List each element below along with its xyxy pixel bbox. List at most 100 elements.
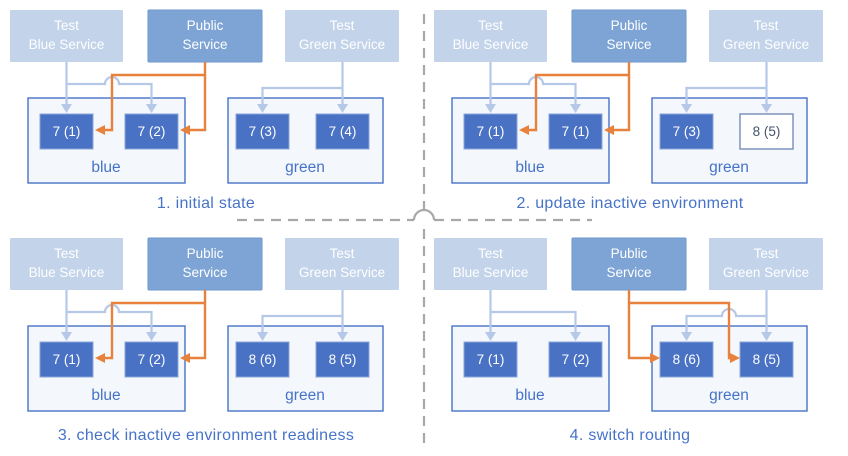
blue-pod-1-label: 7 (1) <box>477 124 505 139</box>
arrow-down-icon <box>337 332 348 341</box>
green-pod-1-label: 8 (6) <box>673 352 701 367</box>
green-environment-label: green <box>709 159 749 176</box>
arrow-down-icon <box>146 104 157 113</box>
green-pod-1 <box>235 341 290 378</box>
test-green-service-label-line1: Test <box>330 246 355 261</box>
green-pod-1-label: 8 (6) <box>249 352 277 367</box>
public-route-main <box>190 290 207 360</box>
blue-pod-1 <box>39 341 94 378</box>
public-service-label-line1: Public <box>611 246 648 261</box>
green-environment-label: green <box>285 159 325 176</box>
arrow-down-icon <box>570 332 581 341</box>
test-blue-service-label-line2: Blue Service <box>453 265 529 280</box>
panel-update-inactive: Test Blue Service Public Service Test Gr… <box>434 9 823 212</box>
blue-pod-2 <box>548 113 603 150</box>
arrow-down-icon <box>761 332 772 341</box>
panel-caption: 3. check inactive environment readiness <box>58 427 354 444</box>
arrow-left-icon <box>180 353 190 363</box>
green-pod-1 <box>659 341 714 378</box>
test-blue-service-box <box>434 238 547 290</box>
green-pod-2-label: 8 (5) <box>329 352 357 367</box>
divider-crossing-hop <box>412 208 436 221</box>
arrow-right-icon <box>730 353 740 363</box>
public-service-label-line1: Public <box>187 18 224 33</box>
public-route-branch <box>105 301 205 360</box>
panel-check-readiness: Test Blue Service Public Service Test Gr… <box>10 237 399 444</box>
test-green-service-box <box>285 238 399 290</box>
public-service-label-line2: Service <box>606 37 651 52</box>
public-route-branch <box>105 73 205 132</box>
arrow-down-icon <box>337 104 348 113</box>
blue-pod-1-label: 7 (1) <box>477 352 505 367</box>
public-service-label-line2: Service <box>182 265 227 280</box>
arrow-left-icon <box>180 125 190 135</box>
arrow-down-icon <box>485 104 496 113</box>
test-green-service-label-line1: Test <box>754 246 779 261</box>
panel-initial-state: Test Blue Service Public Service Test Gr… <box>10 9 399 212</box>
test-blue-service-box <box>10 238 123 290</box>
public-service-label-line2: Service <box>182 37 227 52</box>
green-pod-2-new <box>739 113 794 150</box>
arrow-down-icon <box>61 332 72 341</box>
test-green-service-box <box>285 10 399 62</box>
arrow-down-icon <box>681 332 692 341</box>
blue-pod-1 <box>463 113 518 150</box>
blue-environment-label: blue <box>515 159 544 176</box>
test-blue-service-label-line1: Test <box>54 18 79 33</box>
test-green-connector-left <box>261 314 343 332</box>
test-blue-service-label-line1: Test <box>478 18 503 33</box>
blue-pod-2 <box>124 341 179 378</box>
blue-pod-1 <box>39 113 94 150</box>
blue-pod-1-label: 7 (1) <box>53 124 81 139</box>
blue-pod-2 <box>124 113 179 150</box>
green-pod-2-label: 7 (4) <box>329 124 357 139</box>
arrow-right-icon <box>650 353 660 363</box>
test-blue-service-box <box>434 10 547 62</box>
arrow-left-icon <box>95 353 105 363</box>
blue-environment-label: blue <box>515 387 544 404</box>
test-green-service-box <box>709 10 823 62</box>
green-pod-1 <box>659 113 714 150</box>
green-pod-2-label: 8 (5) <box>753 352 781 367</box>
blue-pod-2 <box>548 341 603 378</box>
green-pod-2 <box>315 113 370 150</box>
arrow-down-icon <box>257 332 268 341</box>
public-route-main <box>627 290 650 360</box>
test-green-service-label-line1: Test <box>330 18 355 33</box>
panel-caption: 1. initial state <box>157 195 255 212</box>
public-route-branch <box>529 73 629 132</box>
test-green-service-label-line1: Test <box>754 18 779 33</box>
arrow-down-icon <box>761 104 772 113</box>
green-pod-2 <box>739 341 794 378</box>
test-green-service-label-line2: Green Service <box>299 265 385 280</box>
test-blue-service-label-line1: Test <box>478 246 503 261</box>
green-pod-1-label: 7 (3) <box>673 124 701 139</box>
green-pod-2 <box>315 341 370 378</box>
test-blue-service-label-line1: Test <box>54 246 79 261</box>
test-blue-service-box <box>10 10 123 62</box>
blue-pod-2-label: 7 (2) <box>138 124 166 139</box>
blue-pod-2-label: 7 (2) <box>562 352 590 367</box>
test-blue-connector-right <box>490 310 577 332</box>
arrow-left-icon <box>95 125 105 135</box>
blue-pod-1-label: 7 (1) <box>53 352 81 367</box>
blue-environment-label: blue <box>91 159 120 176</box>
arrow-left-icon <box>604 125 614 135</box>
arrow-down-icon <box>257 104 268 113</box>
public-route-branch <box>629 301 731 360</box>
green-pod-1 <box>235 113 290 150</box>
test-blue-service-label-line2: Blue Service <box>29 37 105 52</box>
blue-pod-1 <box>463 341 518 378</box>
test-green-service-label-line2: Green Service <box>723 37 809 52</box>
green-environment-label: green <box>285 387 325 404</box>
public-route-main <box>614 62 631 132</box>
public-route-main <box>190 62 207 132</box>
public-service-label-line2: Service <box>606 265 651 280</box>
blue-pod-2-label: 7 (2) <box>138 352 166 367</box>
panel-switch-routing: Test Blue Service Public Service Test Gr… <box>434 237 823 444</box>
test-green-service-label-line2: Green Service <box>723 265 809 280</box>
blue-pod-2-label: 7 (1) <box>562 124 590 139</box>
test-green-connector-left <box>261 86 343 104</box>
green-environment-label: green <box>709 387 749 404</box>
